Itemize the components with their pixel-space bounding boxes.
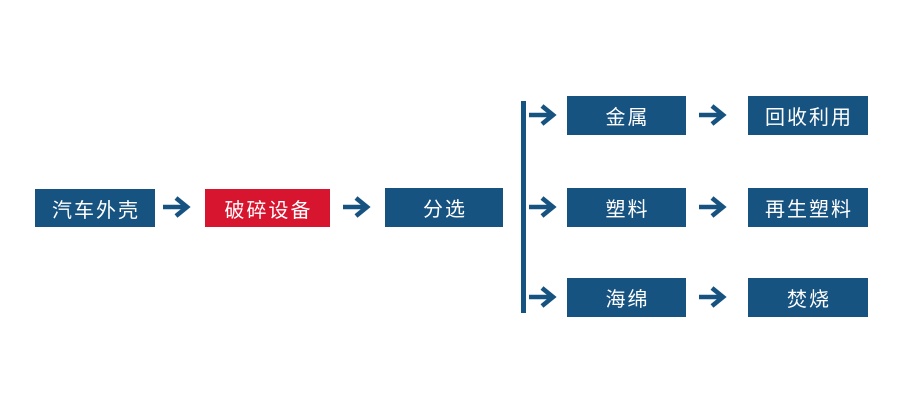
arrow-right-icon — [161, 194, 195, 220]
node-sponge: 海绵 — [567, 278, 686, 317]
arrow-right-icon — [697, 102, 731, 128]
node-recycled-plastic: 再生塑料 — [748, 188, 868, 227]
arrow-right-icon — [527, 194, 561, 220]
branch-connector-line — [521, 101, 526, 313]
node-sorting: 分选 — [385, 188, 503, 227]
arrow-right-icon — [341, 194, 375, 220]
node-recycling: 回收利用 — [748, 96, 868, 135]
node-metal: 金属 — [567, 96, 686, 135]
node-incineration: 焚烧 — [748, 278, 868, 317]
node-crusher: 破碎设备 — [205, 189, 330, 227]
arrow-right-icon — [697, 194, 731, 220]
arrow-right-icon — [697, 284, 731, 310]
arrow-right-icon — [527, 284, 561, 310]
arrow-right-icon — [527, 102, 561, 128]
node-plastic: 塑料 — [567, 188, 686, 227]
node-car-shell: 汽车外壳 — [35, 189, 155, 227]
